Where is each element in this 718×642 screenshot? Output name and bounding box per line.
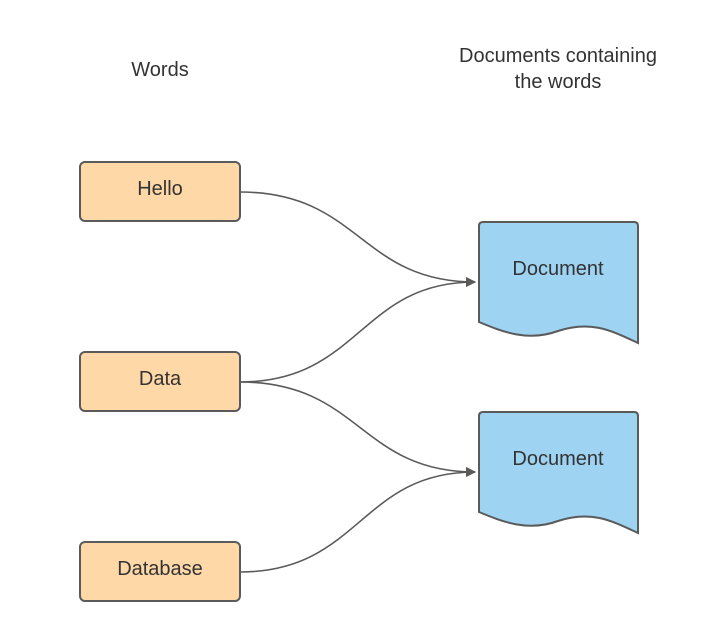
word-label: Hello <box>137 178 183 200</box>
word-node-hello: Hello <box>79 161 241 222</box>
document-node-1: Document <box>478 221 639 345</box>
connector-data-to-document-2 <box>239 381 476 477</box>
documents-column-heading: Documents containing the words <box>459 45 657 93</box>
connector-hello-to-document-1 <box>239 191 476 287</box>
document-node-2: Document <box>478 411 639 535</box>
document-label: Document <box>512 258 604 280</box>
connector-database-to-document-2 <box>239 467 476 573</box>
word-label: Database <box>117 558 203 580</box>
document-label: Document <box>512 448 604 470</box>
word-node-database: Database <box>79 541 241 602</box>
word-node-data: Data <box>79 351 241 412</box>
word-label: Data <box>139 368 182 390</box>
connector-data-to-document-1 <box>239 277 476 383</box>
words-column-heading: Words <box>131 59 189 81</box>
